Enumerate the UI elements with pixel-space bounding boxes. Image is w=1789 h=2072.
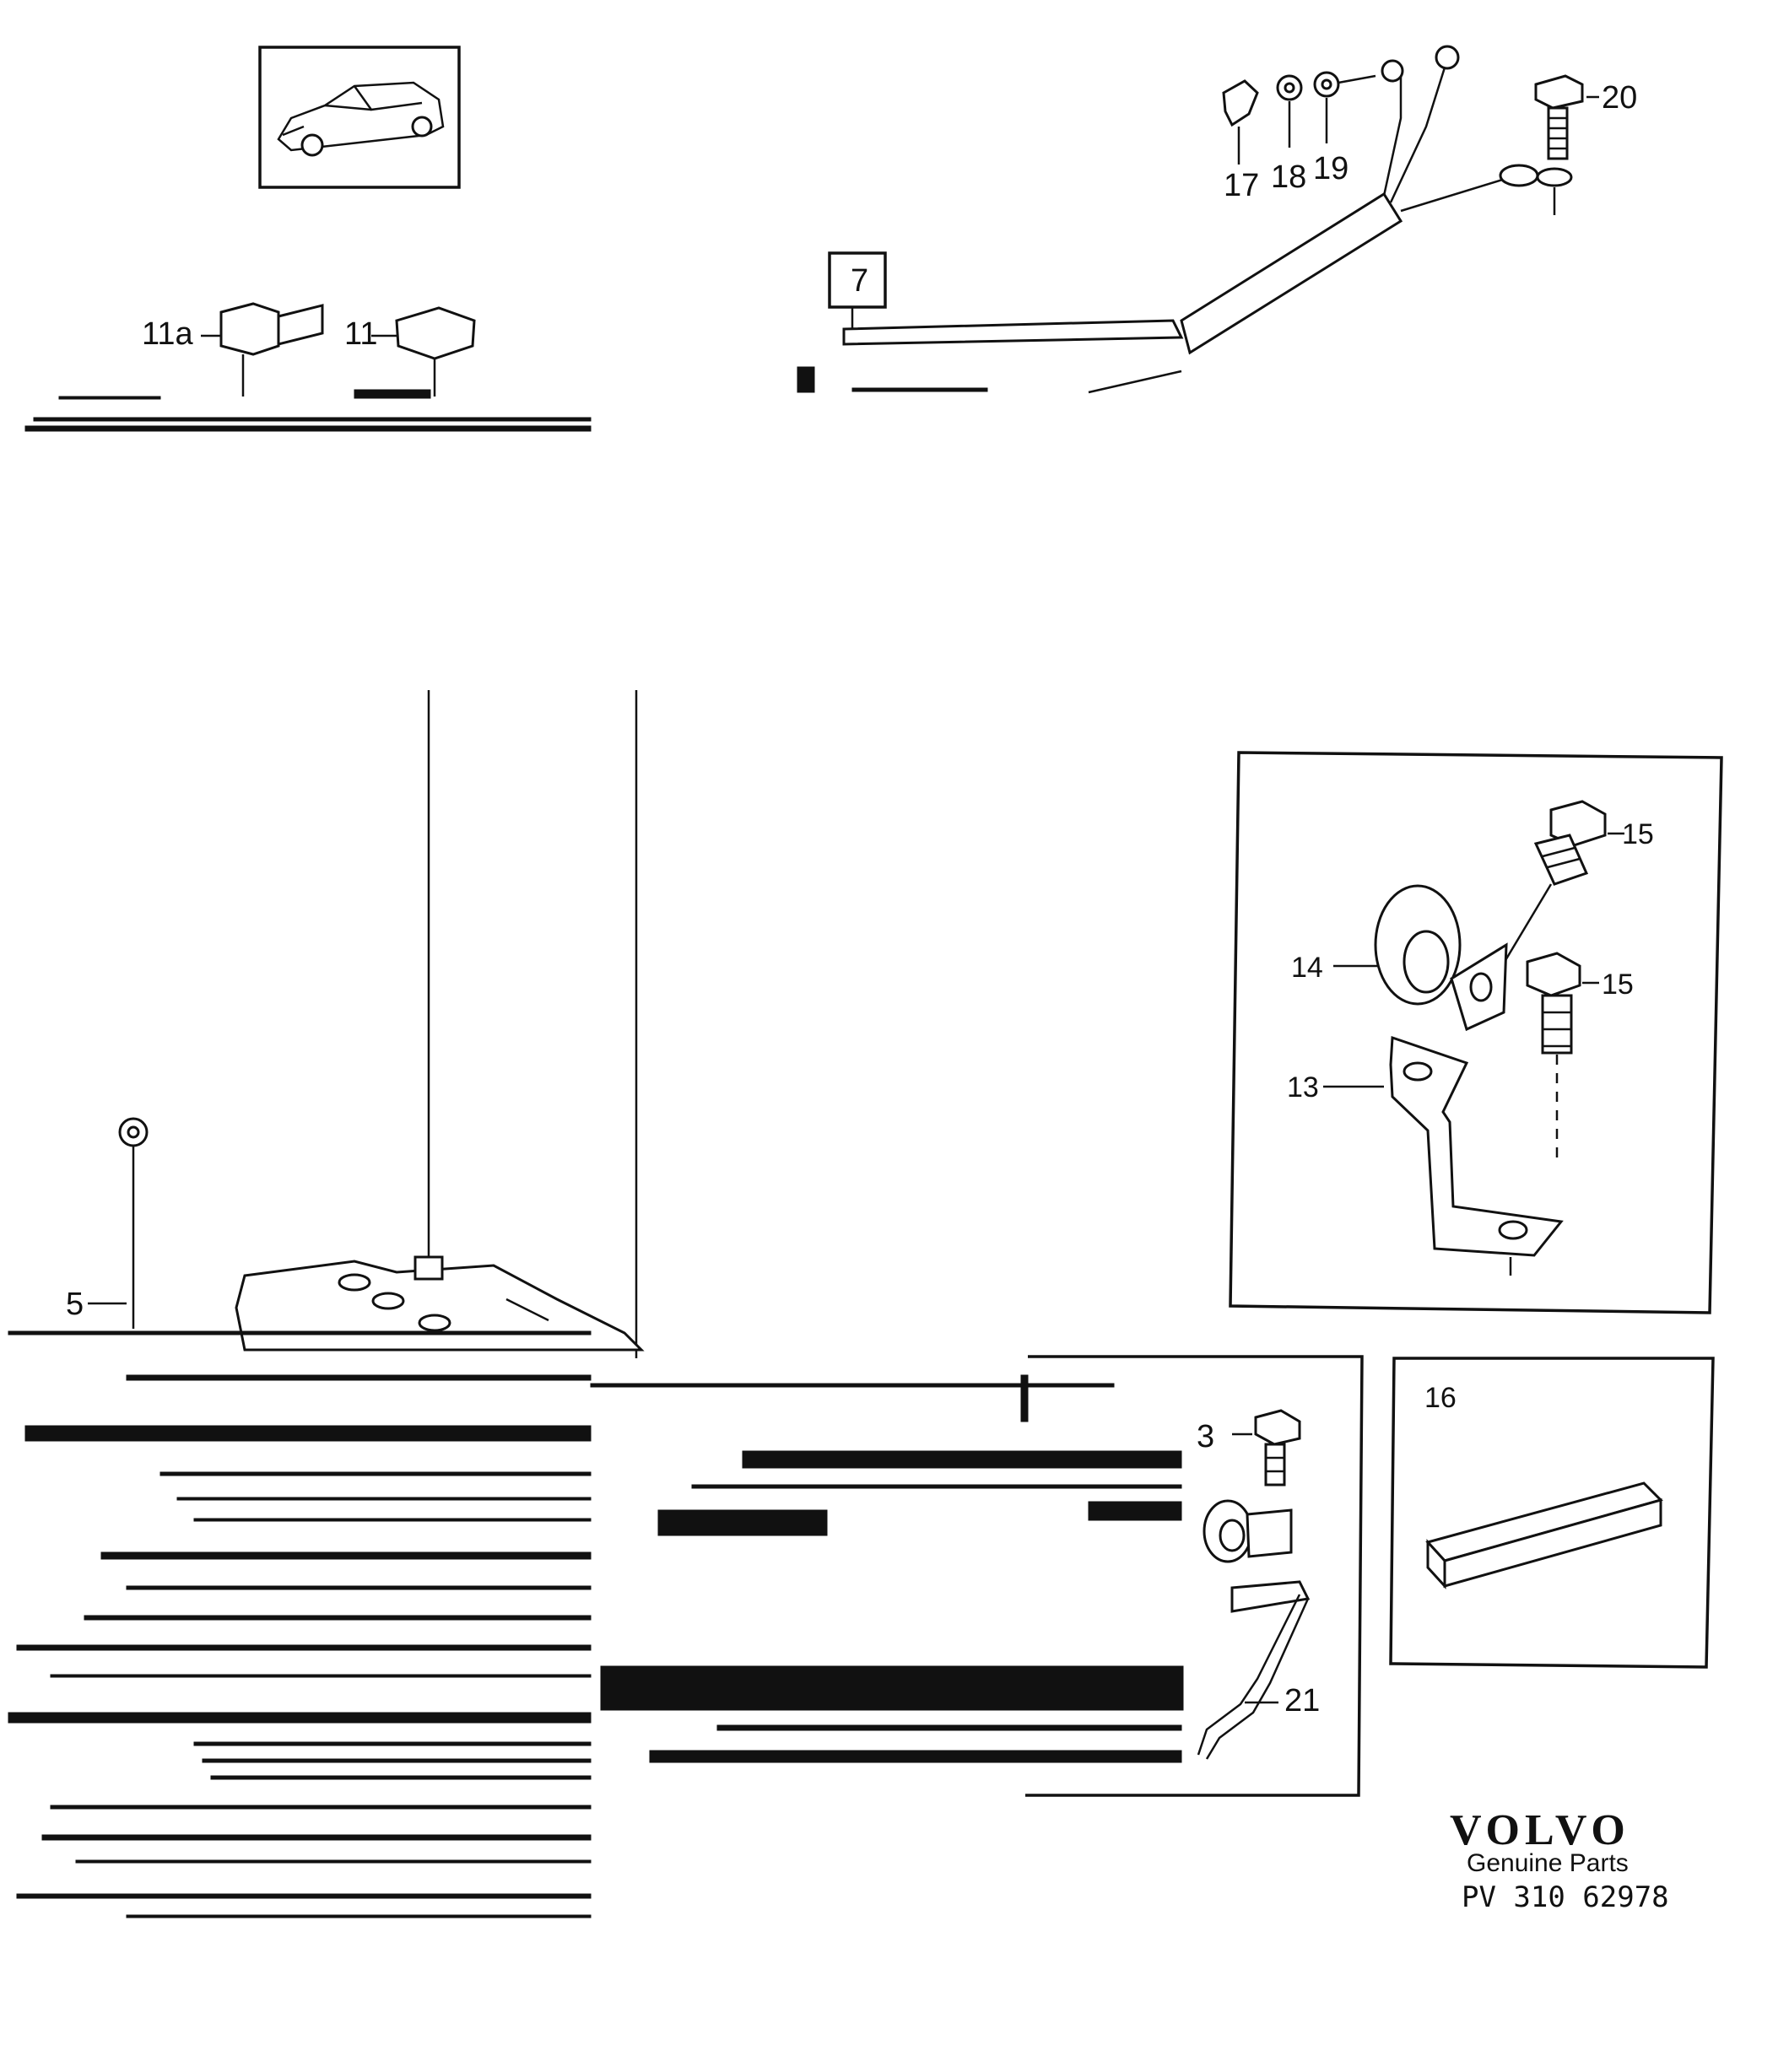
bracket-21 [1197,1580,1311,1760]
dipstick-5 [88,1117,149,1329]
label-17: 17 [1224,168,1259,203]
label-15-upper: 15 [1622,818,1654,850]
label-15-lower: 15 [1602,969,1634,1001]
leader-lines [427,690,638,1358]
detail-box-clamp [1229,751,1723,1314]
bolt-3 [1232,1409,1301,1487]
clamp-21-grommet [1203,1499,1293,1563]
part-code: PV 310 62978 [1462,1880,1669,1914]
label-11a: 11a [142,316,193,352]
bolt-20 [1534,74,1599,215]
clip-11 [371,306,476,397]
label-19: 19 [1313,151,1349,186]
label-20: 20 [1602,80,1637,116]
label-21: 21 [1284,1683,1320,1719]
label-7: 7 [851,263,868,299]
label-5: 5 [66,1287,84,1322]
clip-11a [201,302,324,397]
label-18: 18 [1271,159,1306,195]
detail-box-bracket-21 [1025,1355,1364,1797]
cable-harness [797,45,1539,394]
label-14: 14 [1291,952,1323,984]
clamp-14 [1333,884,1508,1032]
bolt-15-upper [1488,800,1624,988]
label-16: 16 [1424,1382,1457,1414]
washer-19 [1313,71,1376,143]
bracket-13 [1323,1035,1564,1276]
nut-17 [1222,79,1259,165]
car-thumbnail [258,46,461,189]
label-13: 13 [1287,1071,1319,1103]
volvo-logo: VOLVO [1450,1806,1630,1854]
washer-18 [1276,74,1303,148]
scan-artifact-streaks [8,1330,1184,1918]
label-3: 3 [1197,1419,1214,1454]
genuine-parts-text: Genuine Parts [1467,1849,1629,1877]
label-11: 11 [344,316,377,352]
battery-housing [235,1255,645,1352]
bolt-15-lower [1526,952,1599,1164]
detail-box-trim-16 [1389,1357,1715,1669]
scan-artifact-band-top [24,389,592,432]
branding-block: VOLVO Genuine Parts PV 310 62978 [1450,1806,1669,1914]
